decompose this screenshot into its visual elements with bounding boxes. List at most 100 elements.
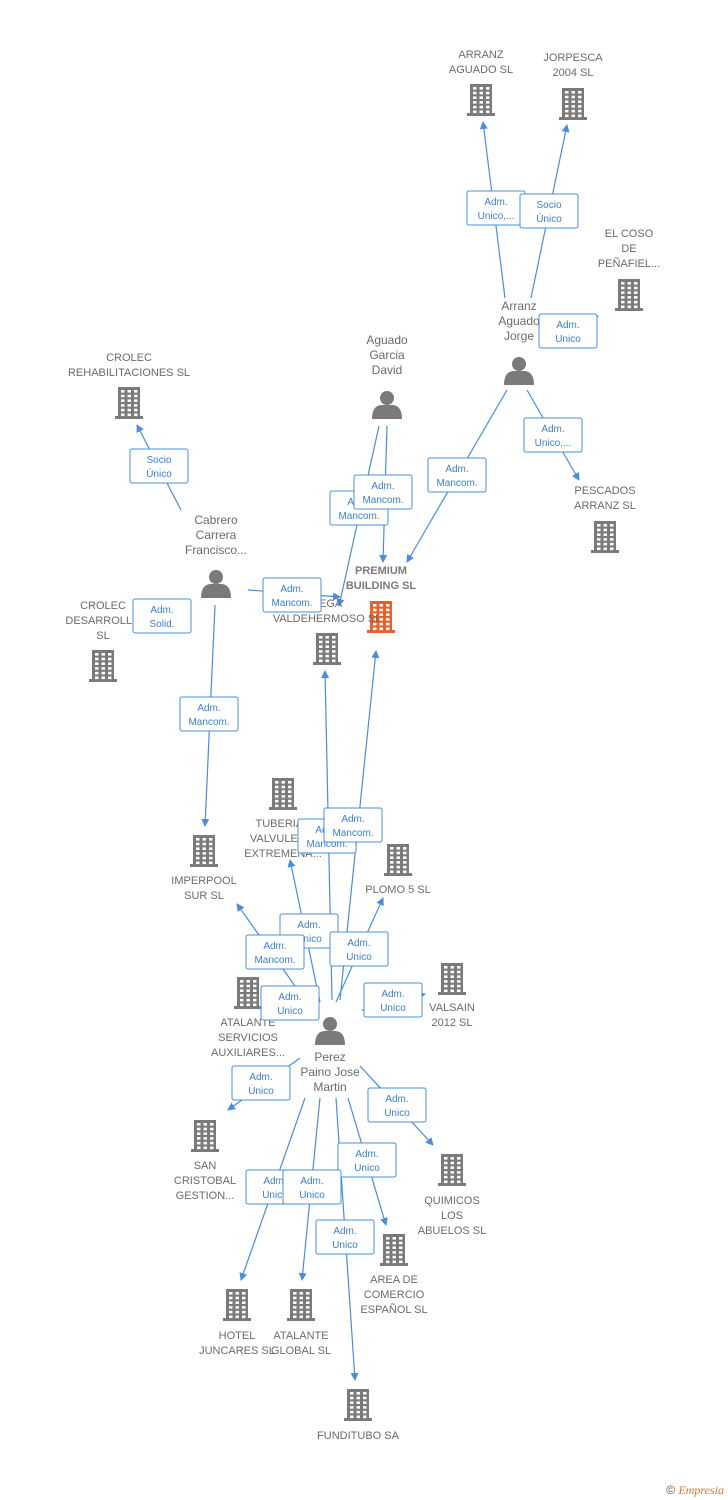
node-label: SAN [194,1160,217,1172]
building-icon [380,1234,408,1266]
edge-label-line: Mancom. [436,478,477,489]
node-label: REHABILITACIONES SL [68,367,190,379]
edge-label-line: Mancom. [271,598,312,609]
node-label: JUNCARES SL [199,1345,275,1357]
edge-label-line: Unico [380,1003,406,1014]
building-icon [344,1389,372,1421]
node-label: GESTION... [176,1190,235,1202]
building-icon [89,650,117,682]
edge-label-cabrero-to-imperpool[interactable]: Adm.Mancom. [179,696,239,732]
building-icon [313,633,341,665]
node-label: GLOBAL SL [271,1345,331,1357]
edge-label-aguado_david-to-premium[interactable]: Adm. Mancom. [353,474,413,510]
node-san_cristobal[interactable]: SAN CRISTOBAL GESTION... [174,1120,236,1202]
node-funditubo[interactable]: FUNDITUBO SA [317,1389,400,1442]
edge-label-perez-to-san_cristobal[interactable]: Adm.Unico [231,1065,291,1101]
edge-label-line: Unico [354,1163,380,1174]
node-label: CROLEC [80,600,126,612]
edge-label-cabrero-to-crolec_des[interactable]: Adm.Solid. [132,598,192,634]
building-icon [438,963,466,995]
node-label: PESCADOS [574,485,635,497]
edge-label-line: Adm. [556,320,579,331]
edge-label-perez-to-premium[interactable]: Adm.Mancom. [323,807,383,843]
edge-label-line: Adm. [297,920,320,931]
node-label: Aguado [498,314,540,328]
node-el_coso[interactable]: EL COSODEPEÑAFIEL... [598,228,660,311]
node-label: ARRANZ [458,49,504,61]
node-label: CRISTOBAL [174,1175,236,1187]
node-label: AUXILIARES... [211,1047,285,1059]
edge-label-perez-to-plomo[interactable]: Adm.Unico [329,931,389,967]
node-label: 2004 SL [553,67,594,79]
empresia-logo[interactable]: Empresia [678,1483,724,1497]
edge-label-line: Mancom. [362,495,403,506]
edge-label-line: Único [146,467,172,480]
node-label: AREA DE [370,1274,418,1286]
node-label: SERVICIOS [218,1032,278,1044]
edge-label-line: Unico [248,1086,274,1097]
person-icon [201,570,231,598]
node-label: QUIMICOS [424,1195,480,1207]
edge-label-perez-to-imperpool[interactable]: Adm.Mancom. [245,934,305,970]
edge-label-arranz_jorge-to-premium[interactable]: Adm. Mancom. [427,457,487,493]
edge-label-arranz_jorge-to-el_coso[interactable]: Adm. Unico [538,313,598,349]
node-pescados[interactable]: PESCADOS ARRANZ SL [574,485,636,553]
node-label: Paino Jose [300,1065,360,1079]
footer: © Empresia [666,1483,724,1498]
node-label: ARRANZ SL [574,500,636,512]
building-icon [287,1289,315,1321]
node-plomo[interactable]: PLOMO 5 SL [365,844,431,896]
edge-label-line: Mancom. [188,717,229,728]
edge-label-line: Adm. [263,1176,286,1187]
building-icon [559,88,587,120]
edge-label-line: Adm. [341,814,364,825]
node-label: ESPAÑOL SL [360,1303,427,1316]
node-label: Jorge [504,329,534,343]
edge-label-line: Adm. [333,1226,356,1237]
node-cabrero[interactable]: CabreroCarreraFrancisco... [185,513,247,598]
edge-label-perez-to-quimicos[interactable]: Adm.Unico [367,1087,427,1123]
edge-label-perez-to-atalante_global[interactable]: Adm.Unico [282,1169,342,1205]
edge-label-line: Adm. [484,197,507,208]
edge-label-cabrero-to-vega[interactable]: Adm.Mancom. [262,577,322,613]
node-label: JORPESCA [543,52,603,64]
edge-label-line: Unico [555,334,581,345]
node-label: IMPERPOOL [171,875,236,887]
edge-label-line: Adm. [371,481,394,492]
edge-label-perez-to-area_comercio[interactable]: Adm.Unico [337,1142,397,1178]
edge-label-line: Unico [332,1240,358,1251]
edge-label-line: Socio [146,455,171,466]
node-label: TUBERIAS [255,818,310,830]
node-tuberias[interactable]: TUBERIASVALVULERIAEXTREMEÑA... [244,778,322,860]
building-icon [615,279,643,311]
edge-label-line: Adm. [445,464,468,475]
edge-label-arranz_jorge-to-pescados[interactable]: Adm.Unico,... [523,417,583,453]
copyright-symbol: © [666,1483,676,1497]
edge-label-arranz_jorge-to-arranz_aguado[interactable]: Adm.Unico,... [466,190,526,226]
building-icon [438,1154,466,1186]
edge-label-perez-to-atalante_serv[interactable]: Adm.Unico [260,985,320,1021]
node-jorpesca[interactable]: JORPESCA 2004 SL [543,52,603,120]
edge-label-line: Adm. [541,424,564,435]
edge-label-perez-to-funditubo[interactable]: Adm. Unico [315,1219,375,1255]
edge-label-perez-to-valsain[interactable]: Adm.Unico [363,982,423,1018]
node-label: Arranz [501,299,536,313]
